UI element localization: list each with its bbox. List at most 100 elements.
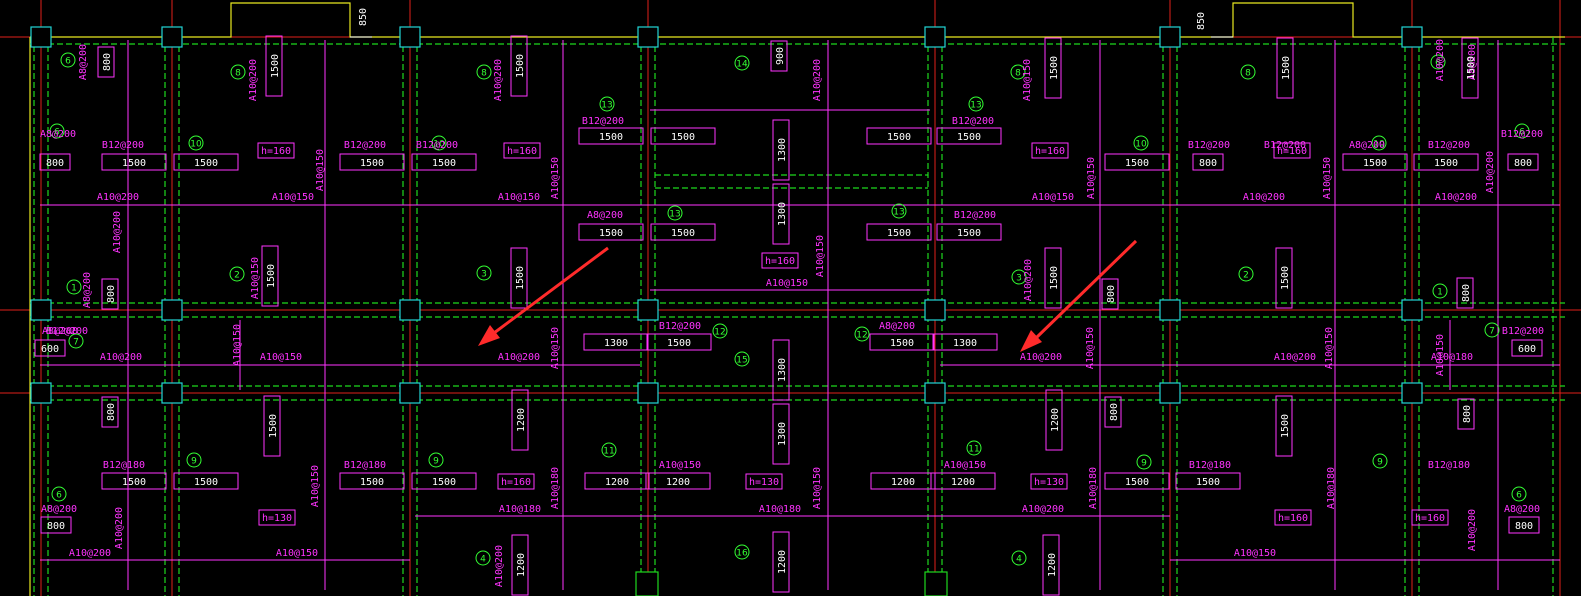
support-rebar-length: 1200 (1045, 389, 1063, 451)
svg-text:1500: 1500 (1281, 56, 1292, 80)
rebar-bottom-y: A10@150 (815, 235, 826, 277)
rebar-bottom-x: A10@150 (1032, 192, 1074, 203)
slab-id-text: 7 (1489, 327, 1495, 337)
svg-text:1200: 1200 (951, 477, 975, 488)
support-rebar-length: 800 (101, 278, 119, 310)
top-rebar-length: 800 (1507, 153, 1539, 171)
bottom-rebar-y-labels: A8@200A10@200A8@200A10@200A10@200A10@150… (78, 39, 1496, 587)
slab-id-marker: 13 (968, 96, 984, 112)
column (1159, 26, 1181, 48)
slab-id-marker: 3 (1011, 269, 1027, 285)
slab-id-marker: 7 (68, 333, 84, 349)
svg-text:600: 600 (1518, 344, 1536, 355)
rebar-top-spec: B12@180 (344, 460, 386, 471)
svg-text:1500: 1500 (1280, 266, 1291, 290)
slab-id-marker: 14 (734, 55, 750, 71)
slab-id-marker: 4 (475, 550, 491, 566)
svg-text:1500: 1500 (432, 477, 456, 488)
rebar-top-spec: B12@200 (582, 116, 624, 127)
rebar-bottom-y: A10@200 (112, 211, 123, 253)
svg-text:1500: 1500 (360, 158, 384, 169)
rebar-bottom-y: A10@200 (812, 59, 823, 101)
column (924, 382, 946, 404)
support-rebar-length: 1500 (1044, 37, 1062, 99)
column (399, 299, 421, 321)
column (399, 26, 421, 48)
slab-id-marker: 10 (1133, 135, 1149, 151)
svg-text:800: 800 (1199, 158, 1217, 169)
annotation-arrow-right (1020, 239, 1138, 352)
rebar-bottom-x: A10@150 (766, 278, 808, 289)
slab-id-text: 6 (65, 57, 71, 67)
slab-id-text: 11 (968, 445, 979, 455)
svg-text:h=160: h=160 (261, 146, 291, 157)
top-rebar-length: 600 (34, 339, 66, 357)
column (637, 382, 659, 404)
column (637, 26, 659, 48)
rebar-bottom-x: A10@200 (1243, 192, 1285, 203)
rebar-lines (40, 40, 1560, 590)
rebar-top-spec: B12@200 (954, 210, 996, 221)
dim-top-right: 850 (1196, 12, 1207, 30)
thickness-label: h=160 (1274, 509, 1312, 526)
svg-text:h=160: h=160 (1035, 146, 1065, 157)
support-rebar-length: 1500 (510, 247, 528, 309)
slab-id-text: 7 (73, 338, 79, 348)
svg-text:h=130: h=130 (749, 477, 779, 488)
svg-text:800: 800 (106, 403, 117, 421)
svg-text:1500: 1500 (515, 266, 526, 290)
rebar-bottom-y: A8@200 (82, 272, 93, 308)
svg-text:1200: 1200 (605, 477, 629, 488)
slab-id-marker: 6 (49, 123, 65, 139)
support-rebar-length: 1300 (772, 339, 790, 401)
svg-text:800: 800 (106, 285, 117, 303)
slab-id-text: 12 (714, 328, 725, 338)
rebar-top-spec: B12@200 (659, 321, 701, 332)
slab-id-marker: 10 (431, 135, 447, 151)
svg-text:800: 800 (1461, 284, 1472, 302)
support-rebar-length: 800 (101, 396, 119, 428)
slab-id-text: 9 (1377, 458, 1383, 468)
top-rebar-length: 1500 (578, 127, 644, 145)
rebar-top-spec: B12@180 (1189, 460, 1231, 471)
slab-id-text: 2 (234, 271, 240, 281)
slab-id-text: 12 (856, 331, 867, 341)
rebar-top-spec: A8@200 (587, 210, 623, 221)
support-rebar-length: 800 (1101, 278, 1119, 310)
svg-text:1500: 1500 (432, 158, 456, 169)
slab-id-text: 13 (970, 101, 981, 111)
top-rebar-length: 1500 (650, 127, 716, 145)
support-rebar-length: 1200 (772, 531, 790, 593)
rebar-bottom-y: A8@200 (1467, 44, 1478, 80)
rebar-bottom-y: A10@200 (1023, 259, 1034, 301)
svg-text:1500: 1500 (671, 228, 695, 239)
svg-text:1300: 1300 (953, 338, 977, 349)
svg-text:1500: 1500 (1466, 56, 1477, 80)
rebar-bottom-y: A10@150 (550, 157, 561, 199)
top-rebar-length: 1500 (339, 153, 405, 171)
column (30, 299, 52, 321)
rebar-bottom-x: A10@200 (1435, 192, 1477, 203)
thickness-label: h=160 (761, 252, 799, 269)
rebar-top-spec: B12@200 (1188, 140, 1230, 151)
support-rebar-length: 800 (1104, 396, 1122, 428)
svg-text:1300: 1300 (777, 358, 788, 382)
top-dimensions: 850 850 (350, 8, 1233, 38)
slab-id-marker: 13 (891, 203, 907, 219)
svg-text:800: 800 (46, 158, 64, 169)
slab-id-text: 13 (669, 210, 680, 220)
rebar-bottom-y: A10@150 (232, 324, 243, 366)
thickness-label: h=160 (1031, 142, 1069, 159)
svg-text:800: 800 (1462, 405, 1473, 423)
slab-id-text: 9 (1141, 459, 1147, 469)
slab-id-text: 11 (603, 447, 614, 457)
slab-id-text: 10 (1373, 140, 1385, 150)
column (1401, 26, 1423, 48)
top-rebar-length: 800 (1508, 516, 1540, 534)
top-rebar-length: 800 (1192, 153, 1224, 171)
slab-id-marker: 11 (966, 440, 982, 456)
svg-text:1500: 1500 (266, 264, 277, 288)
svg-text:1500: 1500 (887, 132, 911, 143)
slab-id-marker: 7 (1484, 322, 1500, 338)
